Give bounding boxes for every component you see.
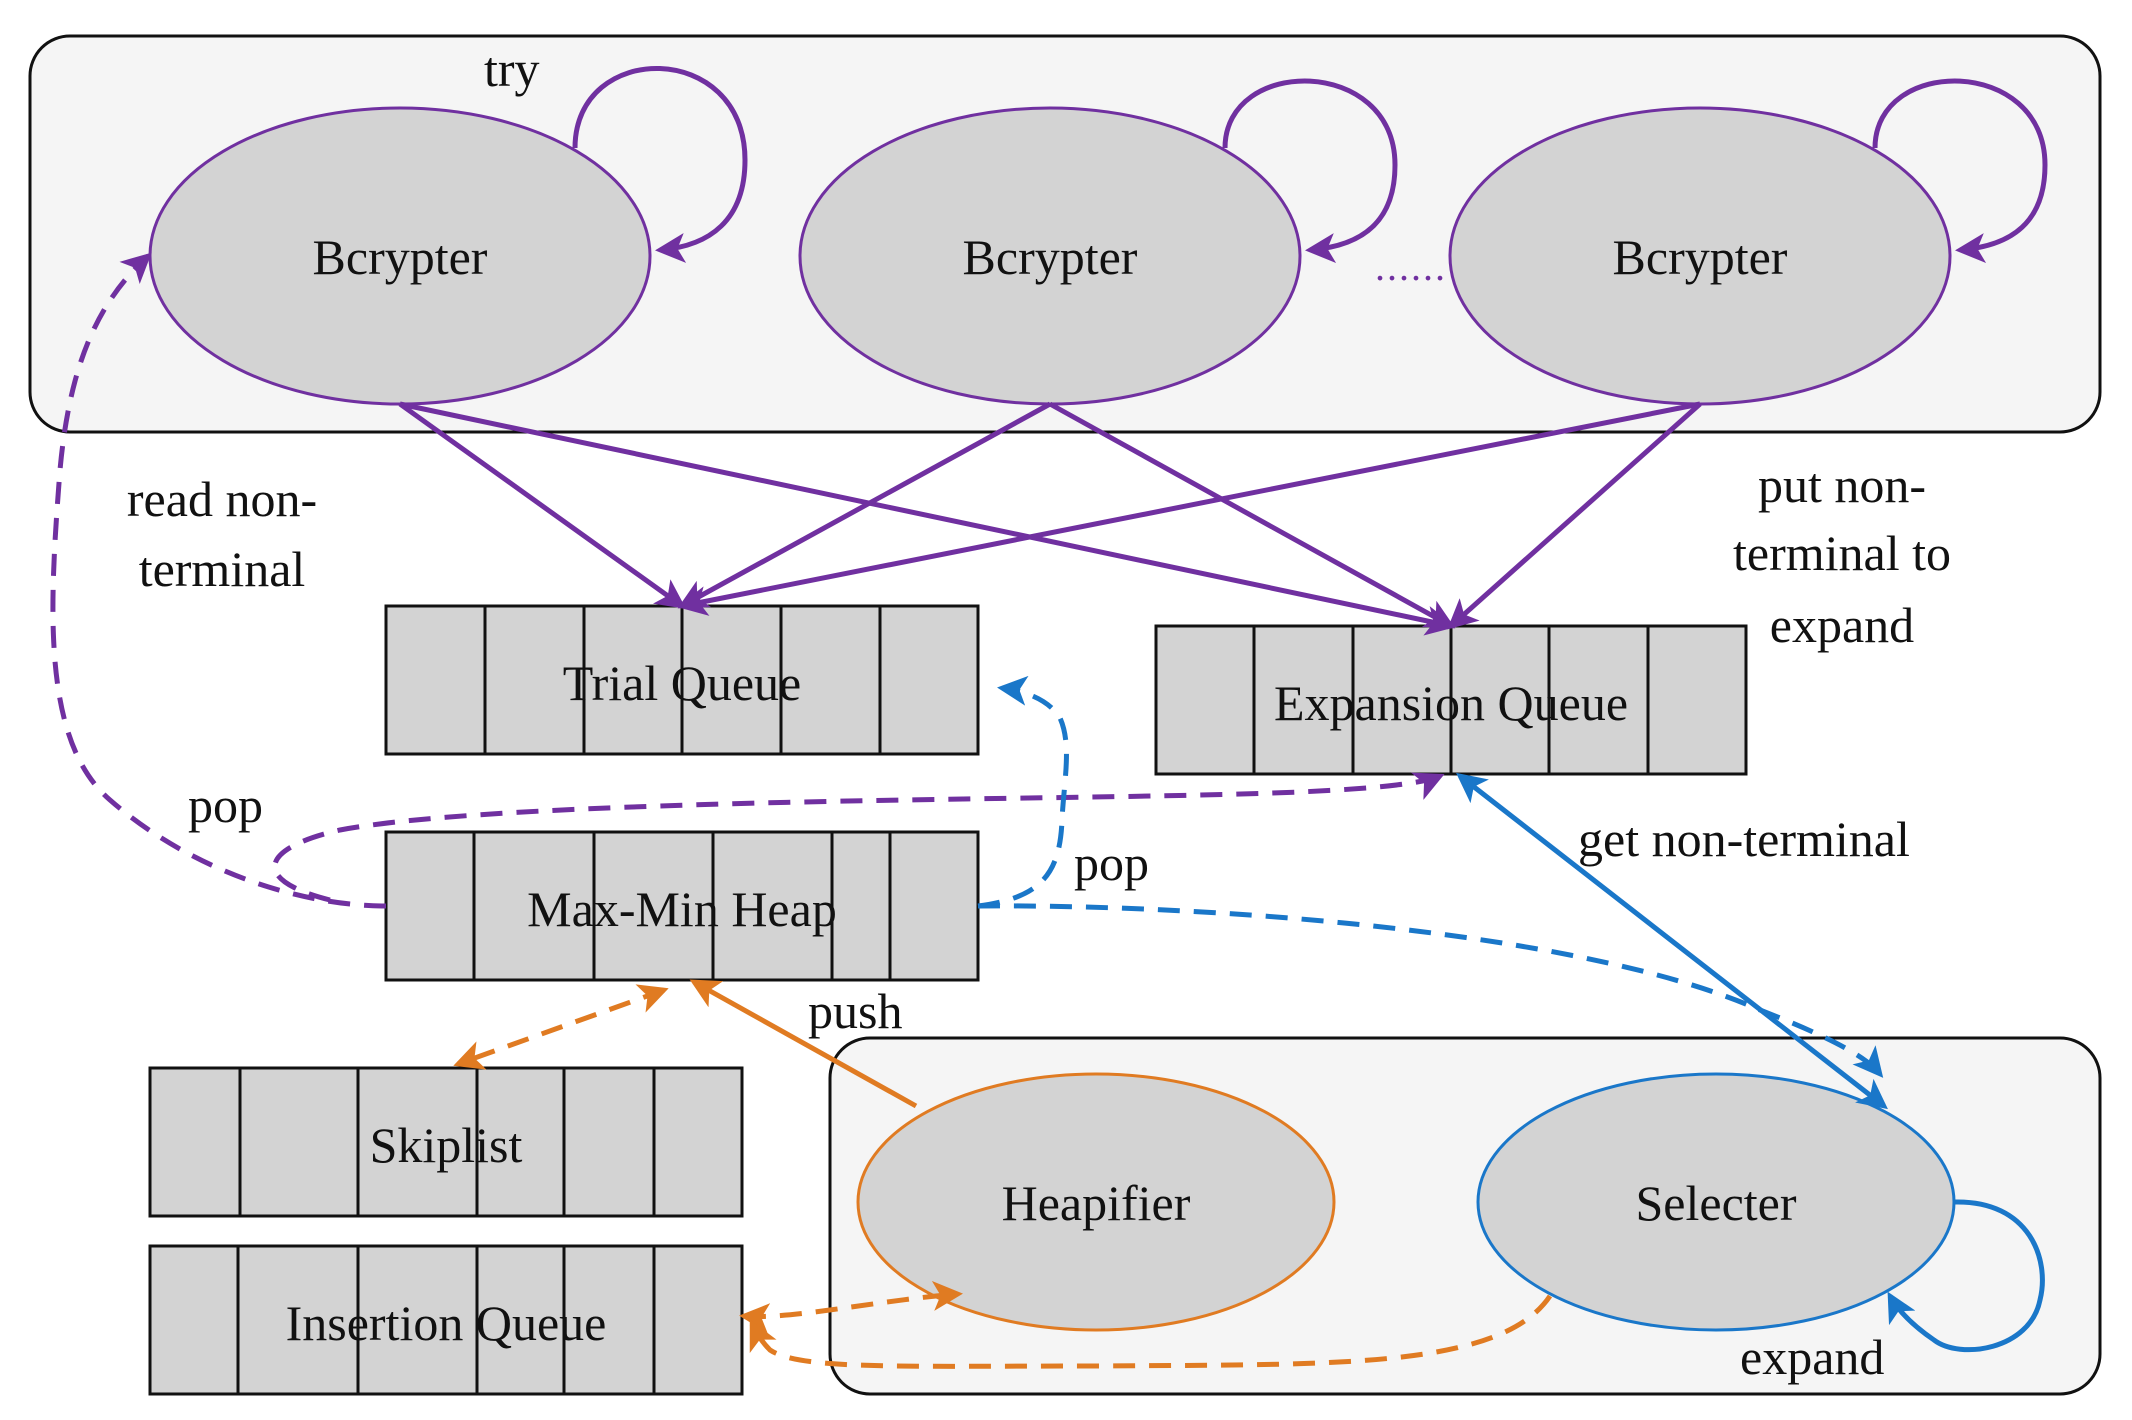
bcrypter-ellipsis: ...... xyxy=(1375,244,1447,289)
edge-read-non-terminal xyxy=(50,252,387,909)
bcrypter-node-2: Bcrypter xyxy=(798,106,1302,406)
edge-b1-expansion xyxy=(399,401,1456,636)
edge-pop-trial xyxy=(977,675,1069,909)
expand-label: expand xyxy=(1740,1329,1884,1385)
try-label: try xyxy=(484,41,540,97)
bcrypter-node-1: Bcrypter xyxy=(148,106,652,406)
max-min-heap-label: Max-Min Heap xyxy=(527,881,837,937)
edge-b3-expansion xyxy=(1447,402,1702,630)
expansion-queue-label: Expansion Queue xyxy=(1274,675,1628,731)
insertion-queue: Insertion Queue xyxy=(148,1244,744,1396)
bcrypter-label: Bcrypter xyxy=(1613,229,1788,285)
edge-b2-trial xyxy=(677,401,1052,609)
max-min-heap: Max-Min Heap xyxy=(384,830,980,982)
edge-insertion-heapifier xyxy=(739,1280,963,1334)
try-loop-2 xyxy=(1222,78,1398,264)
edge-heap-skiplist xyxy=(453,984,669,1070)
heapifier-node: Heapifier xyxy=(856,1072,1336,1332)
trial-queue: Trial Queue xyxy=(384,604,980,756)
bcrypter-label: Bcrypter xyxy=(313,229,488,285)
bcrypter-label: Bcrypter xyxy=(963,229,1138,285)
skiplist-label: Skiplist xyxy=(370,1117,523,1173)
put-label-line2: terminal to xyxy=(1733,525,1951,581)
selecter-node: Selecter xyxy=(1476,1072,1956,1332)
read-label-line2: terminal xyxy=(139,541,306,597)
heapifier-label: Heapifier xyxy=(1002,1175,1191,1231)
edge-pop-expansion xyxy=(272,772,1445,903)
edge-get-non-terminal xyxy=(1456,772,1888,1110)
pop-label-purple: pop xyxy=(188,777,263,833)
edge-b2-expansion xyxy=(1048,401,1456,629)
try-loop-3 xyxy=(1872,78,2048,264)
pop-label-blue: pop xyxy=(1074,835,1149,891)
put-label-line3: expand xyxy=(1770,597,1914,653)
edge-selecter-insertion xyxy=(749,1294,1553,1369)
bcrypter-node-3: Bcrypter xyxy=(1448,106,1952,406)
insertion-queue-label: Insertion Queue xyxy=(286,1295,607,1351)
trial-queue-label: Trial Queue xyxy=(563,655,801,711)
expansion-queue: Expansion Queue xyxy=(1154,624,1748,776)
push-label: push xyxy=(808,983,902,1039)
skiplist: Skiplist xyxy=(148,1066,744,1218)
expand-loop xyxy=(1887,1199,2045,1353)
edge-b1-trial xyxy=(398,401,687,609)
selecter-label: Selecter xyxy=(1635,1175,1796,1231)
edge-push xyxy=(689,979,918,1109)
put-label-line1: put non- xyxy=(1758,457,1926,513)
read-label-line1: read non- xyxy=(127,471,317,527)
get-label: get non-terminal xyxy=(1578,811,1910,867)
edge-b3-trial xyxy=(677,401,1701,616)
try-loop-1 xyxy=(572,66,748,263)
